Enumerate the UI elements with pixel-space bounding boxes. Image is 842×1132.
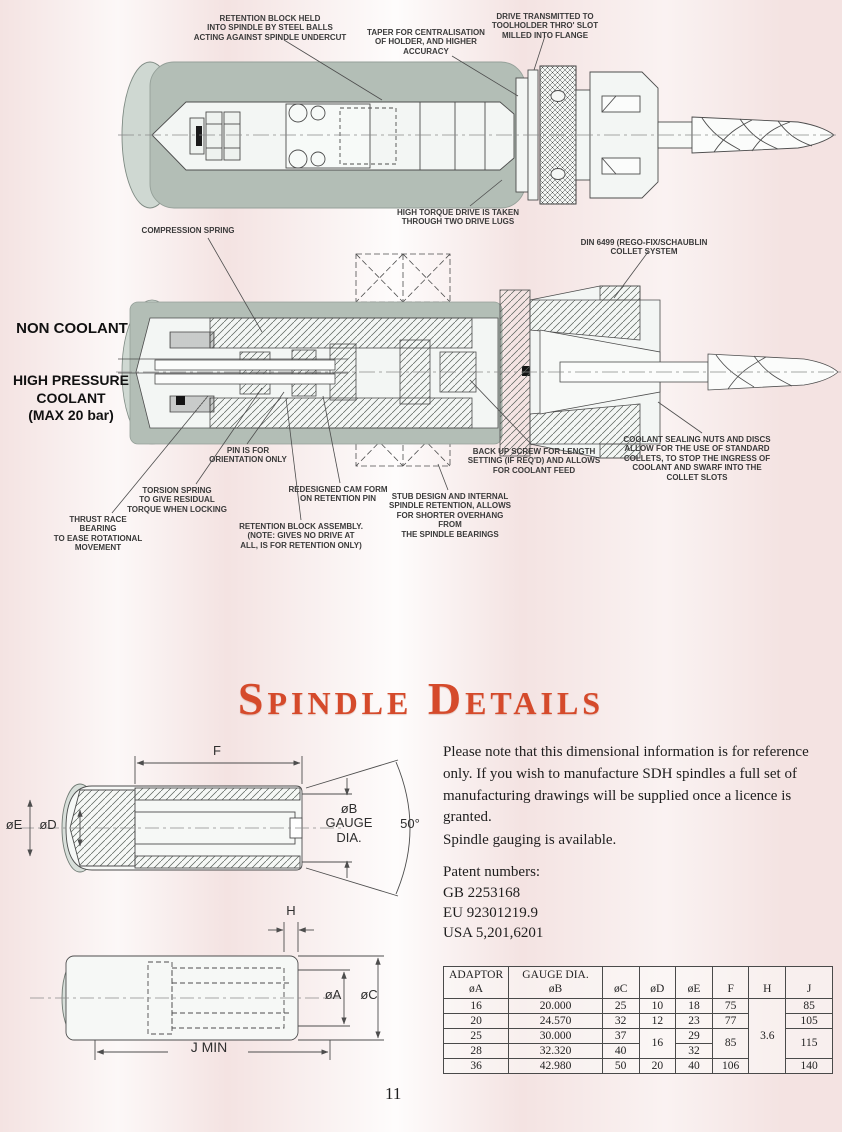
- dim-label-j-min: J MIN: [190, 1039, 228, 1055]
- header-gauge-title: GAUGE DIA.: [522, 969, 589, 981]
- cell-f: 75: [711, 997, 750, 1014]
- cell-f-merged: 85: [711, 1027, 750, 1059]
- table-row: 25 30.000 37 16 29 85 115: [442, 1027, 833, 1059]
- col-header-j: J: [785, 966, 833, 999]
- cell-h-merged: 3.6: [748, 997, 787, 1074]
- cell-c: 25: [601, 997, 640, 1014]
- cell-a: 25: [442, 1027, 510, 1044]
- gauge-diagram-lower: [30, 922, 384, 1060]
- cell-f: 77: [711, 1012, 750, 1029]
- dim-label-ob-gauge-dia: øB GAUGE DIA.: [325, 801, 373, 845]
- dim-label-h: H: [286, 903, 296, 918]
- col-header-oc: øC: [601, 966, 640, 999]
- cell-f: 106: [711, 1057, 750, 1074]
- label-high-pressure-coolant: HIGH PRESSURE COOLANT (MAX 20 bar): [13, 372, 129, 423]
- adaptor-dimension-table: ADAPTOR øA GAUGE DIA. øB øC øD øE F H J …: [442, 966, 833, 1074]
- cell-c: 40: [601, 1042, 640, 1059]
- cell-d: 10: [638, 997, 677, 1014]
- annotation-thrust-race: THRUST RACE BEARING TO EASE ROTATIONAL M…: [53, 515, 143, 553]
- reference-paragraph: Please note that this dimensional inform…: [443, 744, 809, 826]
- cell-e: 32: [675, 1042, 713, 1059]
- cell-c: 32: [601, 1012, 640, 1029]
- patent-number-eu: EU 92301219.9: [443, 905, 538, 921]
- annotation-compression-spring: COMPRESSION SPRING: [141, 226, 235, 235]
- annotation-taper: TAPER FOR CENTRALISATION OF HOLDER, AND …: [367, 28, 485, 56]
- annotation-din-collet: DIN 6499 (REGO-FIX/SCHAUBLIN COLLET SYST…: [580, 238, 708, 257]
- cell-a: 20: [442, 1012, 510, 1029]
- annotation-backup-screw: BACK UP SCREW FOR LENGTH SETTING (IF REQ…: [467, 447, 601, 475]
- cell-b: 42.980: [508, 1057, 603, 1074]
- cell-d-merged: 16: [638, 1027, 677, 1059]
- col-header-f: F: [711, 966, 750, 999]
- cell-e: 40: [675, 1057, 713, 1074]
- cell-b: 20.000: [508, 997, 603, 1014]
- annotation-high-torque: HIGH TORQUE DRIVE IS TAKEN THROUGH TWO D…: [397, 208, 519, 227]
- col-header-h: H: [748, 966, 787, 999]
- dim-label-oa: øA: [324, 987, 342, 1002]
- col-header-adaptor: ADAPTOR øA: [442, 966, 510, 999]
- top-leader-lines: [283, 35, 546, 207]
- label-non-coolant: NON COOLANT: [16, 320, 128, 337]
- header-adaptor-title: ADAPTOR: [449, 969, 504, 981]
- gauge-diagram-upper: [20, 756, 411, 897]
- top-assembly-drawing: [118, 61, 838, 209]
- cell-e: 29: [675, 1027, 713, 1044]
- col-header-od: øD: [638, 966, 677, 999]
- cell-d: 12: [638, 1012, 677, 1029]
- table-row: 16 20.000 25 10 18 75 3.6 85: [442, 997, 833, 1074]
- cell-b: 32.320: [508, 1042, 603, 1059]
- cell-e: 18: [675, 997, 713, 1014]
- annotation-drive-transmitted: DRIVE TRANSMITTED TO TOOLHOLDER THRO' SL…: [491, 12, 599, 40]
- header-ob: øB: [548, 983, 563, 996]
- cell-j-merged: 115: [785, 1027, 833, 1059]
- annotation-torsion-spring: TORSION SPRING TO GIVE RESIDUAL TORQUE W…: [127, 486, 227, 514]
- header-oa: øA: [469, 983, 484, 996]
- cell-j: 140: [785, 1057, 833, 1074]
- table-row: 36 42.980 50 20 40 106 140: [442, 1057, 833, 1074]
- dim-label-oc: øC: [360, 987, 378, 1002]
- cell-a: 16: [442, 997, 510, 1014]
- section-leader-lines: [111, 237, 703, 521]
- dim-label-f: F: [213, 743, 221, 758]
- annotation-retention-block-held: RETENTION BLOCK HELD INTO SPINDLE BY STE…: [193, 14, 347, 42]
- cell-b: 30.000: [508, 1027, 603, 1044]
- section-assembly-drawing: [116, 253, 842, 467]
- col-header-oe: øE: [675, 966, 713, 999]
- cell-c: 50: [601, 1057, 640, 1074]
- table-header-row: ADAPTOR øA GAUGE DIA. øB øC øD øE F H J: [442, 966, 833, 999]
- annotation-retention-assembly: RETENTION BLOCK ASSEMBLY. (NOTE: GIVES N…: [239, 522, 363, 550]
- cell-d: 20: [638, 1057, 677, 1074]
- cell-b: 24.570: [508, 1012, 603, 1029]
- cell-e: 23: [675, 1012, 713, 1029]
- annotation-pin-orientation: PIN IS FOR ORIENTATION ONLY: [209, 446, 287, 465]
- page-number: 11: [385, 1084, 402, 1103]
- annotation-stub-design: STUB DESIGN AND INTERNAL SPINDLE RETENTI…: [389, 492, 511, 539]
- patent-number-usa: USA 5,201,6201: [443, 925, 544, 941]
- cell-a: 36: [442, 1057, 510, 1074]
- patents-heading: Patent numbers:: [443, 864, 541, 880]
- gauging-paragraph: Spindle gauging is available.: [443, 832, 617, 848]
- cell-j: 105: [785, 1012, 833, 1029]
- cell-j: 85: [785, 997, 833, 1014]
- page-title: Spindle Details: [237, 673, 605, 724]
- col-header-gauge-dia: GAUGE DIA. øB: [508, 966, 603, 999]
- dim-label-oe: øE: [5, 817, 23, 832]
- patent-number-gb: GB 2253168: [443, 885, 521, 901]
- cell-c: 37: [601, 1027, 640, 1044]
- annotation-cam-form: REDESIGNED CAM FORM ON RETENTION PIN: [288, 485, 388, 504]
- dim-label-50-degrees: 50°: [400, 816, 420, 831]
- dim-label-od: øD: [39, 817, 57, 832]
- cell-a: 28: [442, 1042, 510, 1059]
- annotation-coolant-sealing: COOLANT SEALING NUTS AND DISCS ALLOW FOR…: [623, 435, 771, 482]
